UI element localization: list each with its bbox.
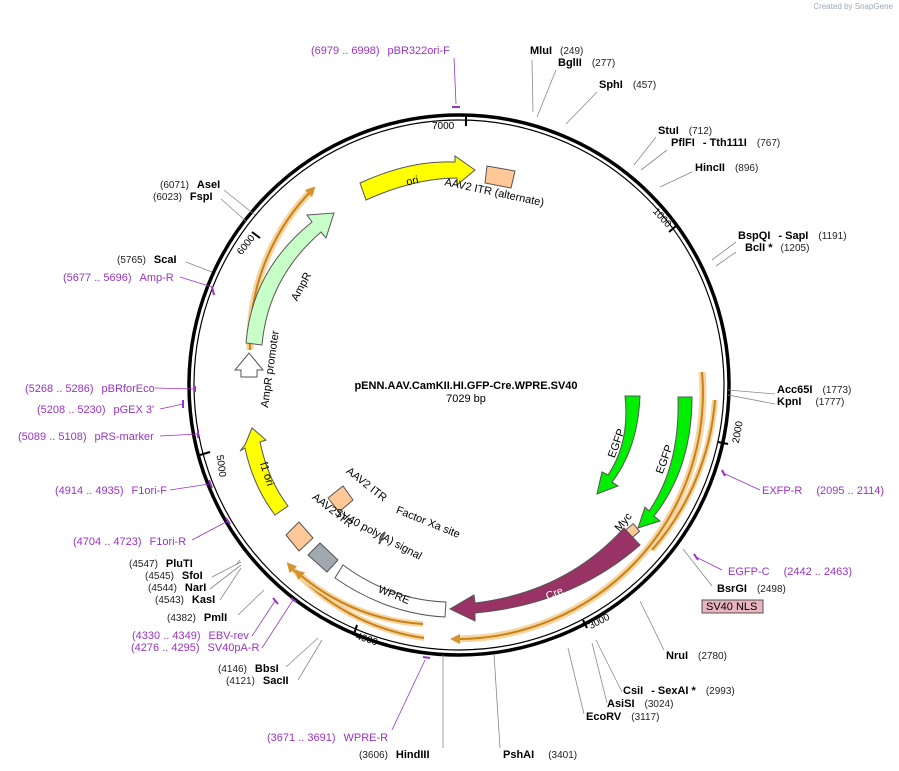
- primer-f1ori-r[interactable]: (4704 .. 4723)F1ori-R: [73, 536, 186, 548]
- leader-lines: [185, 59, 776, 749]
- tick-4000: 4000: [354, 631, 379, 648]
- feature-ampr-label: AmpR: [289, 270, 314, 303]
- enzyme-bsrgi[interactable]: BsrGI(2498): [717, 583, 786, 595]
- plasmid-name: pENN.AAV.CamKII.HI.GFP-Cre.WPRE.SV40: [354, 380, 577, 392]
- enzyme-hindiii[interactable]: (3606)HindIII: [359, 749, 430, 761]
- feature-f1-ori[interactable]: [239, 427, 289, 516]
- tick-6000: 6000: [235, 233, 258, 258]
- feature-aav2-itr-alternate[interactable]: [484, 165, 516, 189]
- feature-factor-xa[interactable]: [378, 531, 386, 545]
- primer-egfp-c[interactable]: EGFP-C(2442 .. 2463): [728, 566, 852, 578]
- primer-f1ori-f[interactable]: (4914 .. 4935)F1ori-F: [55, 485, 167, 497]
- feature-cre[interactable]: [448, 527, 641, 622]
- enzyme-fspi[interactable]: (6023)FspI: [153, 191, 213, 203]
- plasmid-size: 7029 bp: [446, 393, 486, 405]
- ticks: [199, 116, 729, 635]
- primer-exfp-r[interactable]: EXFP-R(2095 .. 2114): [762, 485, 884, 497]
- primer-ebv-rev[interactable]: (4330 .. 4349)EBV-rev: [132, 630, 249, 642]
- orf-outer[interactable]: [651, 399, 716, 551]
- feature-aav2-itr-a[interactable]: [327, 485, 354, 513]
- primer-wpre-r[interactable]: (3671 .. 3691)WPRE-R: [267, 732, 388, 744]
- enzyme-acc65i[interactable]: Acc65I(1773): [777, 384, 851, 396]
- orf-egfp-cre[interactable]: [450, 371, 704, 645]
- backbone-inner: [193, 119, 725, 651]
- primer-amp-r[interactable]: (5677 .. 5696)Amp-R: [63, 272, 174, 284]
- feature-ori-label: ori: [405, 174, 419, 188]
- enzyme-asei[interactable]: (6071)AseI: [160, 179, 220, 191]
- enzyme-pshai[interactable]: PshAI(3401): [503, 749, 577, 761]
- feature-aav2-itr-b[interactable]: [285, 521, 314, 552]
- feature-ampr[interactable]: [245, 212, 335, 346]
- enzyme-kpni[interactable]: KpnI(1777): [777, 396, 844, 408]
- primer-pgex3[interactable]: (5208 .. 5230)pGEX 3': [37, 404, 154, 416]
- primer-pbr322ori-f[interactable]: (6979 .. 6998)pBR322ori-F: [311, 45, 450, 57]
- enzyme-nrui[interactable]: NruI(2780): [666, 650, 727, 662]
- enzyme-sfoi[interactable]: (4545)SfoI: [145, 570, 203, 582]
- enzyme-csii-sexai[interactable]: CsiI- SexAI *(2993): [623, 685, 735, 697]
- enzyme-sacii[interactable]: (4121)SacII: [226, 675, 289, 687]
- tick-7000: 7000: [432, 121, 455, 132]
- tick-2000: 2000: [731, 420, 746, 444]
- tick-1000: 1000: [650, 206, 673, 230]
- feature-factor-xa-label: Factor Xa site: [394, 504, 461, 541]
- feature-egfp-2[interactable]: [637, 396, 693, 529]
- snapgene-credit: Created by SnapGene: [813, 2, 893, 11]
- orf-egfp-cre-glow: [454, 371, 707, 643]
- enzyme-hincii[interactable]: HincII(896): [695, 162, 758, 174]
- enzyme-asisi[interactable]: AsiSI(3024): [607, 698, 673, 710]
- enzyme-ecorv[interactable]: EcoRV(3117): [586, 711, 659, 723]
- primer-leaders: [154, 57, 761, 731]
- primer-marks: [182, 106, 726, 659]
- enzyme-pluti[interactable]: (4547)PluTI: [129, 558, 193, 570]
- tick-5000: 5000: [214, 454, 228, 478]
- feature-egfp-1[interactable]: [596, 395, 641, 495]
- enzyme-bbsi[interactable]: (4146)BbsI: [218, 663, 279, 675]
- backbone-outer: [187, 113, 731, 657]
- feature-sv40-nls[interactable]: [701, 599, 764, 614]
- enzyme-mlui[interactable]: MluI(249): [530, 45, 583, 57]
- feature-wpre[interactable]: [334, 564, 447, 618]
- enzyme-bspqi-sapi[interactable]: BspQI- SapI(1191): [738, 230, 847, 242]
- primer-pbrforeco[interactable]: (5268 .. 5286)pBRforEco: [25, 383, 155, 395]
- feature-sv40-nls-label: SV40 NLS: [706, 601, 757, 613]
- primer-prs-marker[interactable]: (5089 .. 5108)pRS-marker: [18, 431, 154, 443]
- feature-ampr-promoter[interactable]: [233, 352, 265, 378]
- enzyme-scai[interactable]: (5765)ScaI: [117, 254, 177, 266]
- feature-ori[interactable]: [359, 155, 476, 201]
- enzyme-kasi[interactable]: (4543)KasI: [155, 594, 215, 606]
- primer-sv40pa-r[interactable]: (4276 .. 4295)SV40pA-R: [131, 642, 260, 654]
- feature-sv40-polya[interactable]: [307, 542, 339, 573]
- enzyme-nari[interactable]: (4544)NarI: [148, 582, 206, 594]
- enzyme-bcli[interactable]: BclI *(1205): [745, 242, 809, 254]
- enzyme-pflfi-tth111i[interactable]: PflFI- Tth111I(767): [671, 137, 780, 149]
- enzyme-stui[interactable]: StuI(712): [658, 125, 712, 137]
- orf-lower2[interactable]: [294, 569, 424, 625]
- enzyme-sphi[interactable]: SphI(457): [599, 79, 656, 91]
- enzyme-pmli[interactable]: (4382)PmlI: [167, 612, 227, 624]
- enzyme-bglii[interactable]: BglII(277): [558, 57, 615, 69]
